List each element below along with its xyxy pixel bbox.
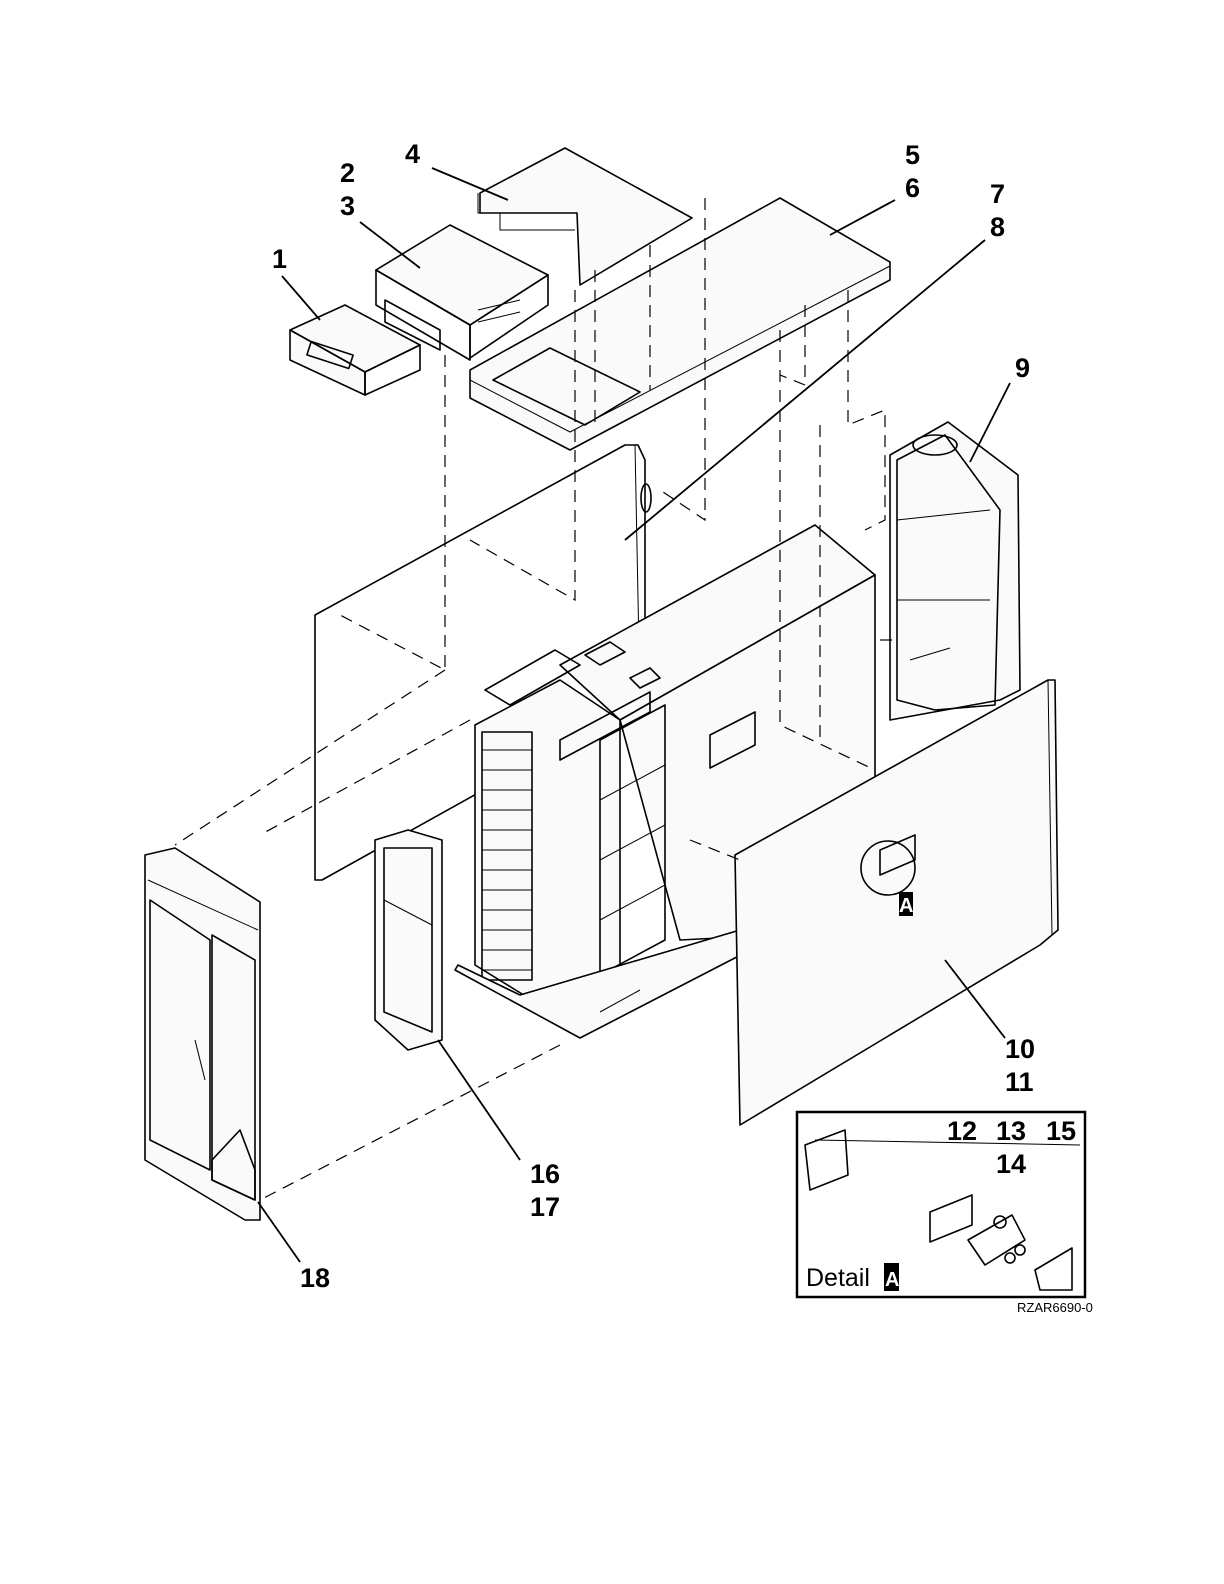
part-16-17-bezel-insert — [375, 830, 442, 1050]
callout-5: 5 — [905, 140, 920, 170]
callout-8: 8 — [990, 212, 1005, 242]
callout-16: 16 — [530, 1159, 560, 1189]
callout-9: 9 — [1015, 353, 1030, 383]
callout-11: 11 — [1005, 1067, 1034, 1097]
part-9-rear-frame — [890, 422, 1020, 720]
figure-id: RZAR6690-0 — [1017, 1300, 1093, 1315]
callout-6: 6 — [905, 173, 920, 203]
callout-12: 12 — [947, 1116, 977, 1146]
callout-3: 3 — [340, 191, 355, 221]
callout-17: 17 — [530, 1192, 560, 1222]
main-marker-letter: A — [899, 895, 913, 917]
detail-a-inset: Detail A — [797, 1112, 1085, 1297]
callout-14: 14 — [996, 1149, 1026, 1179]
callout-10: 10 — [1005, 1034, 1035, 1064]
callout-4: 4 — [405, 139, 420, 169]
callout-2: 2 — [340, 158, 355, 188]
detail-label: Detail — [806, 1264, 870, 1292]
callout-18: 18 — [300, 1263, 330, 1293]
detail-marker-letter: A — [885, 1269, 899, 1291]
callout-7: 7 — [990, 179, 1005, 209]
callout-15: 15 — [1046, 1116, 1076, 1146]
callout-1: 1 — [272, 244, 287, 274]
part-5-6-top-panel — [470, 198, 890, 450]
callout-13: 13 — [996, 1116, 1026, 1146]
part-18-front-bezel — [145, 848, 260, 1220]
